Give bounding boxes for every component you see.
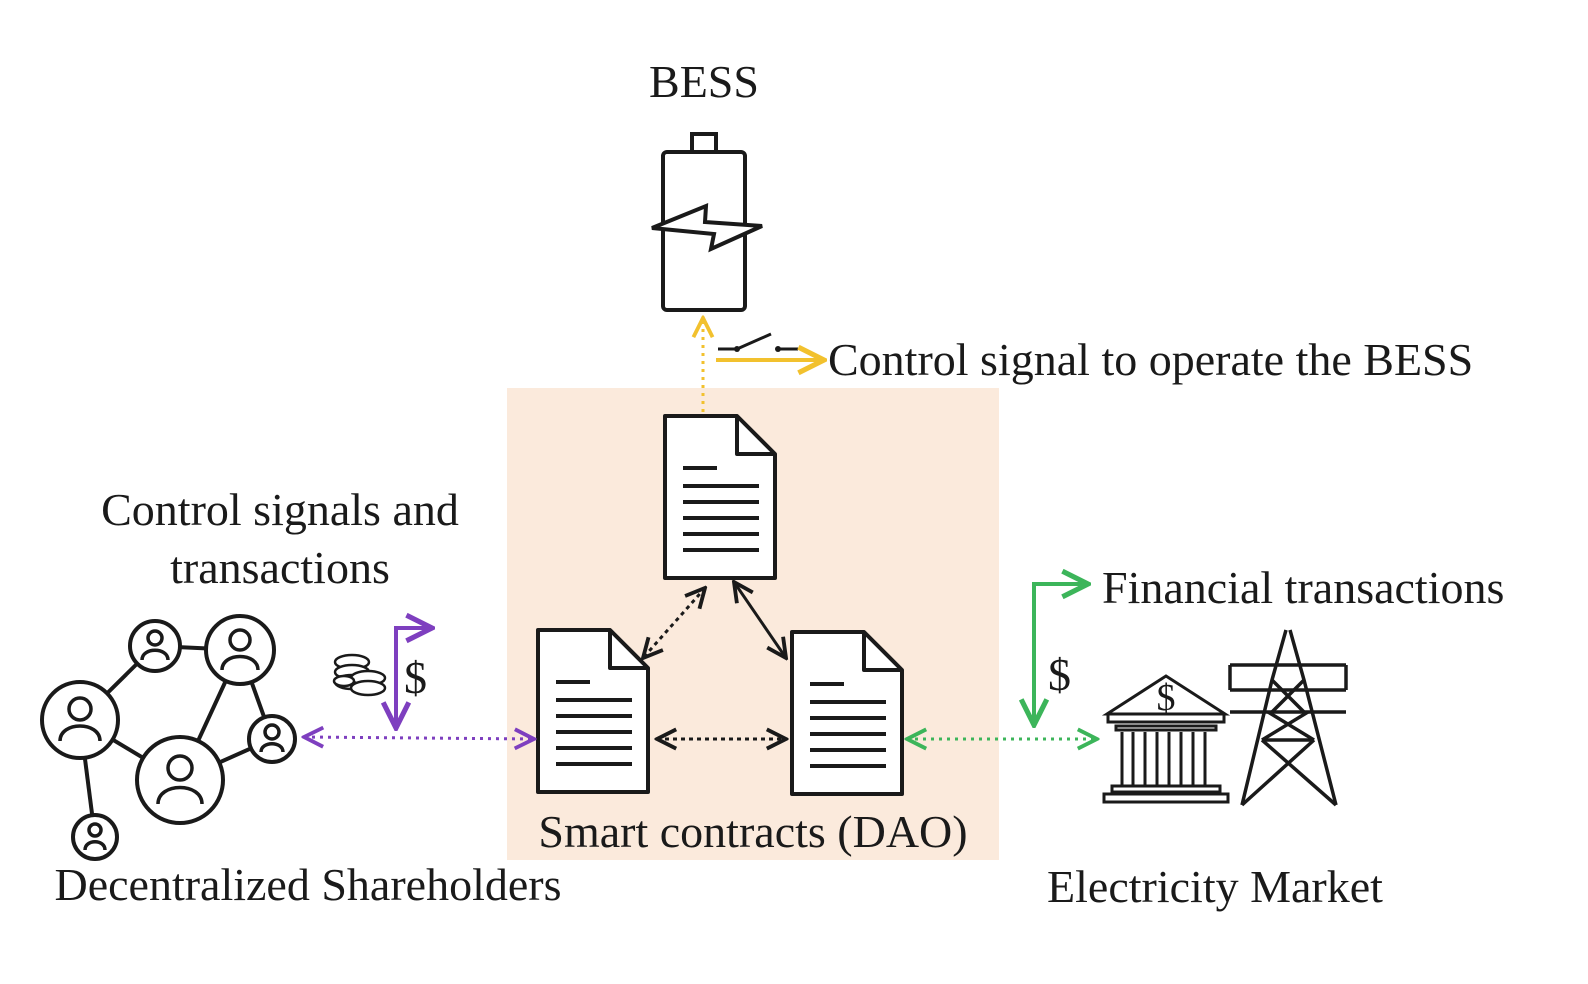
shareholder-signals-label-line1: Control signals and: [101, 484, 459, 535]
switch-icon: [718, 332, 798, 352]
bank-dollar-sign: $: [1157, 677, 1176, 719]
smart-contracts-label: Smart contracts (DAO): [538, 806, 967, 857]
battery-icon: [651, 132, 763, 312]
bess-label: BESS: [649, 56, 759, 107]
shareholders-label: Decentralized Shareholders: [54, 859, 561, 910]
electricity-market-label: Electricity Market: [1047, 861, 1383, 912]
contract-left-icon: [536, 628, 650, 794]
financial-transactions-label: Financial transactions: [1102, 562, 1504, 613]
shareholder-link-dotted-arrow: [304, 737, 534, 739]
people-network-icon: [40, 614, 297, 861]
bank-icon: [1101, 674, 1231, 804]
shareholder-dollar-sign: $: [404, 652, 427, 703]
contract-link-top-right: [734, 582, 786, 658]
shareholder-signals-label-line2: transactions: [170, 542, 390, 593]
market-dollar-sign: $: [1048, 649, 1071, 700]
bess-control-label: Control signal to operate the BESS: [828, 334, 1473, 385]
shareholder-transaction-arrow: [396, 628, 432, 728]
contract-top-icon: [663, 414, 777, 580]
contract-right-icon: [790, 630, 904, 796]
transmission-tower-icon: [1228, 629, 1348, 807]
coins-icon: [332, 653, 387, 697]
financial-transaction-arrow: [1034, 584, 1088, 725]
